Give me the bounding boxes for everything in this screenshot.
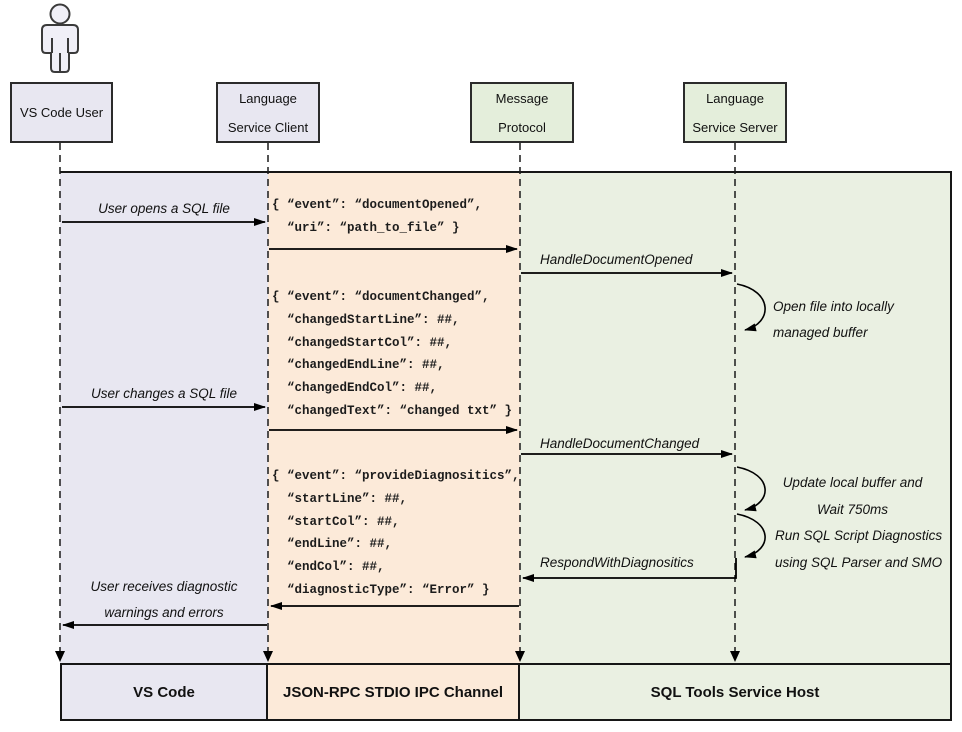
note-update-buffer-wait: Update local buffer and Wait 750ms: [782, 475, 923, 517]
actor-box-language-service-server: Language Service Server: [683, 82, 787, 143]
footer-label: SQL Tools Service Host: [650, 683, 820, 701]
server-self-loops: [736, 283, 766, 559]
label-respond-with-diagnostics: RespondWithDiagnositics: [540, 555, 694, 570]
footer-label: JSON-RPC STDIO IPC Channel: [282, 683, 504, 701]
message-arrows: [62, 218, 737, 629]
actor-icon: [41, 3, 79, 73]
arrow-respond-diagnostics: [522, 558, 737, 582]
lane-service-host: [520, 171, 952, 663]
label-user-opens-sql-file: User opens a SQL file: [98, 201, 230, 216]
label-user-receives-diagnostics: User receives diagnostic warnings and er…: [90, 579, 238, 620]
label-handle-document-opened: HandleDocumentOpened: [540, 252, 693, 267]
payload-provide-diagnostics: { “event”: “provideDiagnositics”, “start…: [272, 469, 520, 597]
actor-box-language-service-client: Language Service Client: [216, 82, 320, 143]
lane-ipc-channel: [268, 171, 520, 663]
label-user-changes-sql-file: User changes a SQL file: [90, 386, 238, 401]
lane-vscode: [60, 171, 268, 663]
loop-open-buffer: [736, 283, 766, 332]
actor-box-label: Language Service Server: [692, 90, 778, 135]
lifeline-end-arrowheads: [55, 651, 740, 662]
actor-box-message-protocol: Message Protocol: [470, 82, 574, 143]
payload-document-changed: { “event”: “documentChanged”, “changedSt…: [272, 290, 513, 418]
actor-box-label: Message Protocol: [495, 90, 549, 135]
lifelines: [59, 143, 736, 651]
loop-run-diagnostics: [736, 513, 766, 559]
note-open-file-buffer: Open file into locally managed buffer: [773, 299, 894, 340]
footer-box-service-host: SQL Tools Service Host: [520, 663, 952, 721]
actor-box-label: VS Code User: [19, 105, 104, 120]
loop-update-buffer: [736, 466, 766, 512]
note-run-sql-diagnostics: Run SQL Script Diagnostics using SQL Par…: [775, 528, 943, 570]
footer-box-vscode: VS Code: [60, 663, 268, 721]
footer-box-ipc-channel: JSON-RPC STDIO IPC Channel: [268, 663, 520, 721]
actor-box-label: Language Service Client: [227, 90, 309, 135]
payload-document-opened: { “event”: “documentOpened”, “uri”: “pat…: [272, 198, 483, 235]
footer-label: VS Code: [133, 683, 195, 701]
label-handle-document-changed: HandleDocumentChanged: [540, 436, 700, 451]
actor-box-vscode-user: VS Code User: [10, 82, 113, 143]
